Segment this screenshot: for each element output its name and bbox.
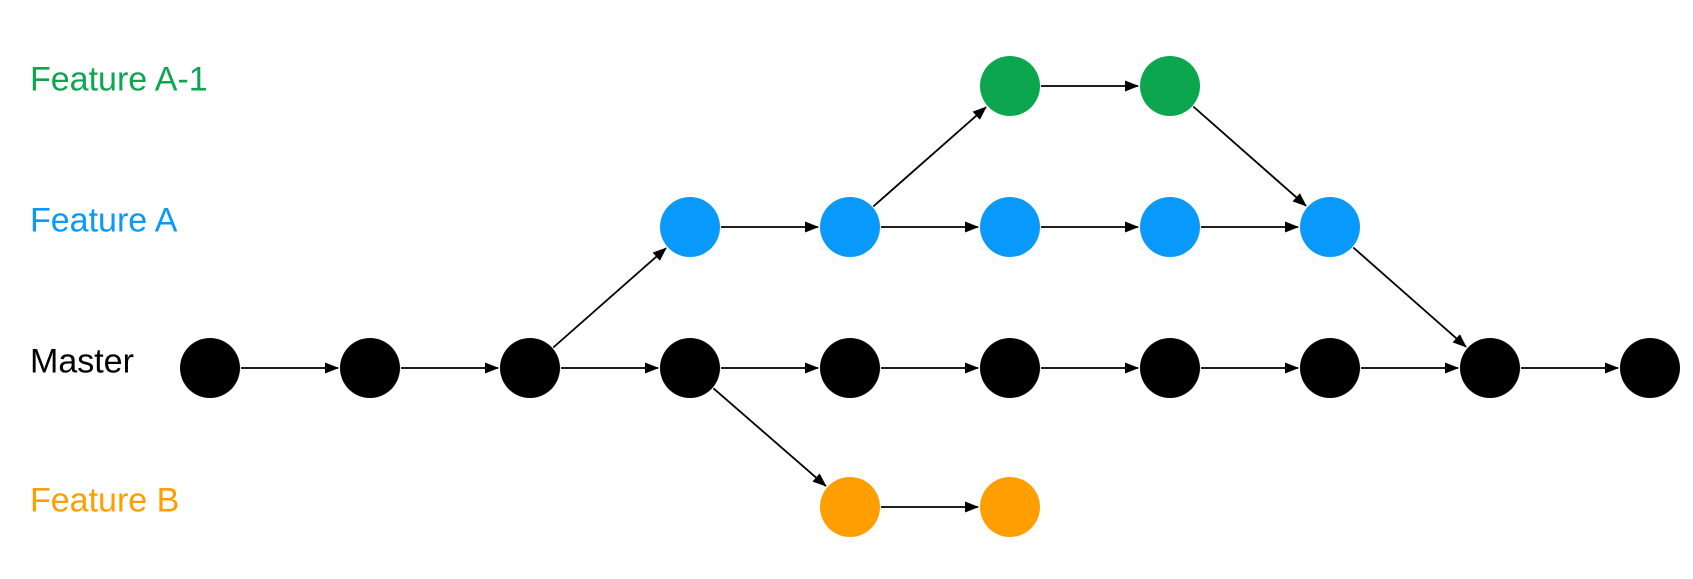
branch-label-feature-b: Feature B (30, 481, 180, 520)
branch-label-feature-a-1: Feature A-1 (30, 60, 208, 99)
commit-node-master-3 (660, 338, 720, 398)
branch-label-feature-a: Feature A (30, 201, 178, 240)
commit-node-master-1 (340, 338, 400, 398)
branch-label-master: Master (30, 342, 134, 381)
commit-node-feature-b-1 (980, 477, 1040, 537)
commit-node-master-6 (1140, 338, 1200, 398)
commit-node-master-2 (500, 338, 560, 398)
edge-branch-master.3-to-feature-b.0 (712, 387, 827, 487)
edge-merge-feature-a.4-to-master.8 (1352, 246, 1467, 348)
edge-branch-feature-a.1-to-feature-a1.0 (872, 106, 987, 208)
commit-node-feature-a1-1 (1140, 56, 1200, 116)
edge-branch-master.2-to-feature-a.0 (552, 247, 667, 349)
commit-node-feature-a-4 (1300, 197, 1360, 257)
commit-node-feature-b-0 (820, 477, 880, 537)
commit-node-feature-a1-0 (980, 56, 1040, 116)
commit-node-feature-a-1 (820, 197, 880, 257)
commit-node-feature-a-2 (980, 197, 1040, 257)
commit-node-feature-a-3 (1140, 197, 1200, 257)
commit-node-master-7 (1300, 338, 1360, 398)
commit-node-master-4 (820, 338, 880, 398)
commit-node-master-9 (1620, 338, 1680, 398)
commit-node-master-8 (1460, 338, 1520, 398)
commit-node-master-0 (180, 338, 240, 398)
commit-node-master-5 (980, 338, 1040, 398)
edge-merge-feature-a1.1-to-feature-a.4 (1192, 105, 1307, 207)
commit-node-feature-a-0 (660, 197, 720, 257)
